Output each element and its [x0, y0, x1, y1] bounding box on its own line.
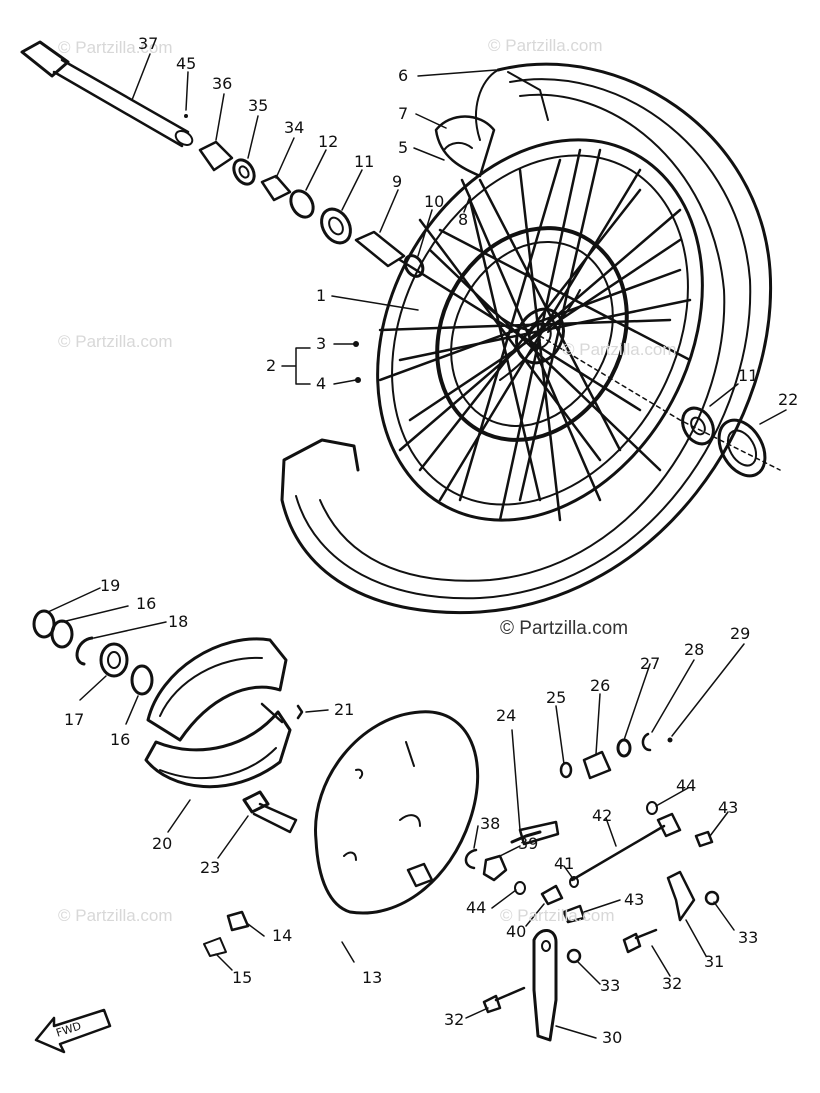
callout-8: 8	[458, 210, 469, 229]
brake-shoes	[144, 637, 292, 789]
callout-24: 24	[496, 706, 517, 725]
callout-33: 33	[738, 928, 759, 947]
callout-29: 29	[730, 624, 751, 643]
callout-43: 43	[718, 798, 739, 817]
callout-40: 40	[506, 922, 527, 941]
callout-35: 35	[248, 96, 269, 115]
callout-9: 9	[392, 172, 403, 191]
brake-cam	[242, 790, 298, 834]
callout-41: 41	[554, 854, 575, 873]
cable-adjuster	[510, 820, 560, 846]
fwd-arrow	[34, 1008, 112, 1054]
bearing-11-right	[681, 406, 715, 446]
leader-lines	[47, 53, 787, 1039]
callout-17: 17	[64, 710, 85, 729]
spokes	[378, 148, 692, 522]
watermark: © Partzilla.com	[562, 340, 677, 359]
callout-43-lower: 43	[624, 890, 645, 909]
watermark: © Partzilla.com	[58, 906, 173, 925]
callout-39: 39	[518, 834, 539, 853]
watermark: © Partzilla.com	[488, 36, 603, 55]
callout-20: 20	[152, 834, 173, 853]
bearing-17	[99, 642, 129, 678]
callout-21: 21	[334, 700, 355, 719]
watermark: © Partzilla.com	[500, 906, 615, 925]
front-axle	[20, 40, 194, 148]
callout-18: 18	[168, 612, 189, 631]
callout-22: 22	[778, 390, 799, 409]
callout-25: 25	[546, 688, 567, 707]
callout-10: 10	[424, 192, 445, 211]
callout-33-lower: 33	[600, 976, 621, 995]
callout-37: 37	[138, 34, 159, 53]
callout-34: 34	[284, 118, 305, 137]
callout-45: 45	[176, 54, 197, 73]
callout-26: 26	[590, 676, 611, 695]
callout-42: 42	[592, 806, 613, 825]
callout-15: 15	[232, 968, 253, 987]
callout-19: 19	[100, 576, 121, 595]
brake-arm	[532, 929, 558, 1042]
callout-5: 5	[398, 138, 409, 157]
callout-44-lower: 44	[466, 898, 487, 917]
oil-seal-22	[717, 418, 767, 478]
bearing-11-left	[320, 207, 352, 245]
watermark: © Partzilla.com	[500, 618, 629, 639]
callout-14: 14	[272, 926, 293, 945]
callout-31: 31	[704, 952, 725, 971]
callout-3: 3	[316, 334, 327, 353]
callout-32-lower: 32	[444, 1010, 465, 1029]
callout-32: 32	[662, 974, 683, 993]
callout-11: 11	[354, 152, 375, 171]
callout-6: 6	[398, 66, 409, 85]
callout-36: 36	[212, 74, 233, 93]
callout-2: 2	[266, 356, 277, 375]
axle-collar	[198, 140, 234, 172]
callout-38: 38	[480, 814, 501, 833]
callout-7: 7	[398, 104, 409, 123]
callout-44: 44	[676, 776, 697, 795]
callout-16-lower: 16	[110, 730, 131, 749]
callout-13: 13	[362, 968, 383, 987]
brake-panel	[314, 710, 480, 915]
callout-27: 27	[640, 654, 661, 673]
hub	[435, 226, 629, 442]
tire	[280, 62, 773, 615]
callout-23: 23	[200, 858, 221, 877]
callout-11-right: 11	[738, 366, 759, 385]
callout-16: 16	[136, 594, 157, 613]
rim	[376, 138, 704, 522]
callout-12: 12	[318, 132, 339, 151]
callout-4: 4	[316, 374, 327, 393]
watermark: © Partzilla.com	[58, 332, 173, 351]
callout-1: 1	[316, 286, 327, 305]
callout-28: 28	[684, 640, 705, 659]
watermark: © Partzilla.com	[58, 38, 173, 57]
callout-30: 30	[602, 1028, 623, 1047]
seal-35	[232, 158, 256, 186]
